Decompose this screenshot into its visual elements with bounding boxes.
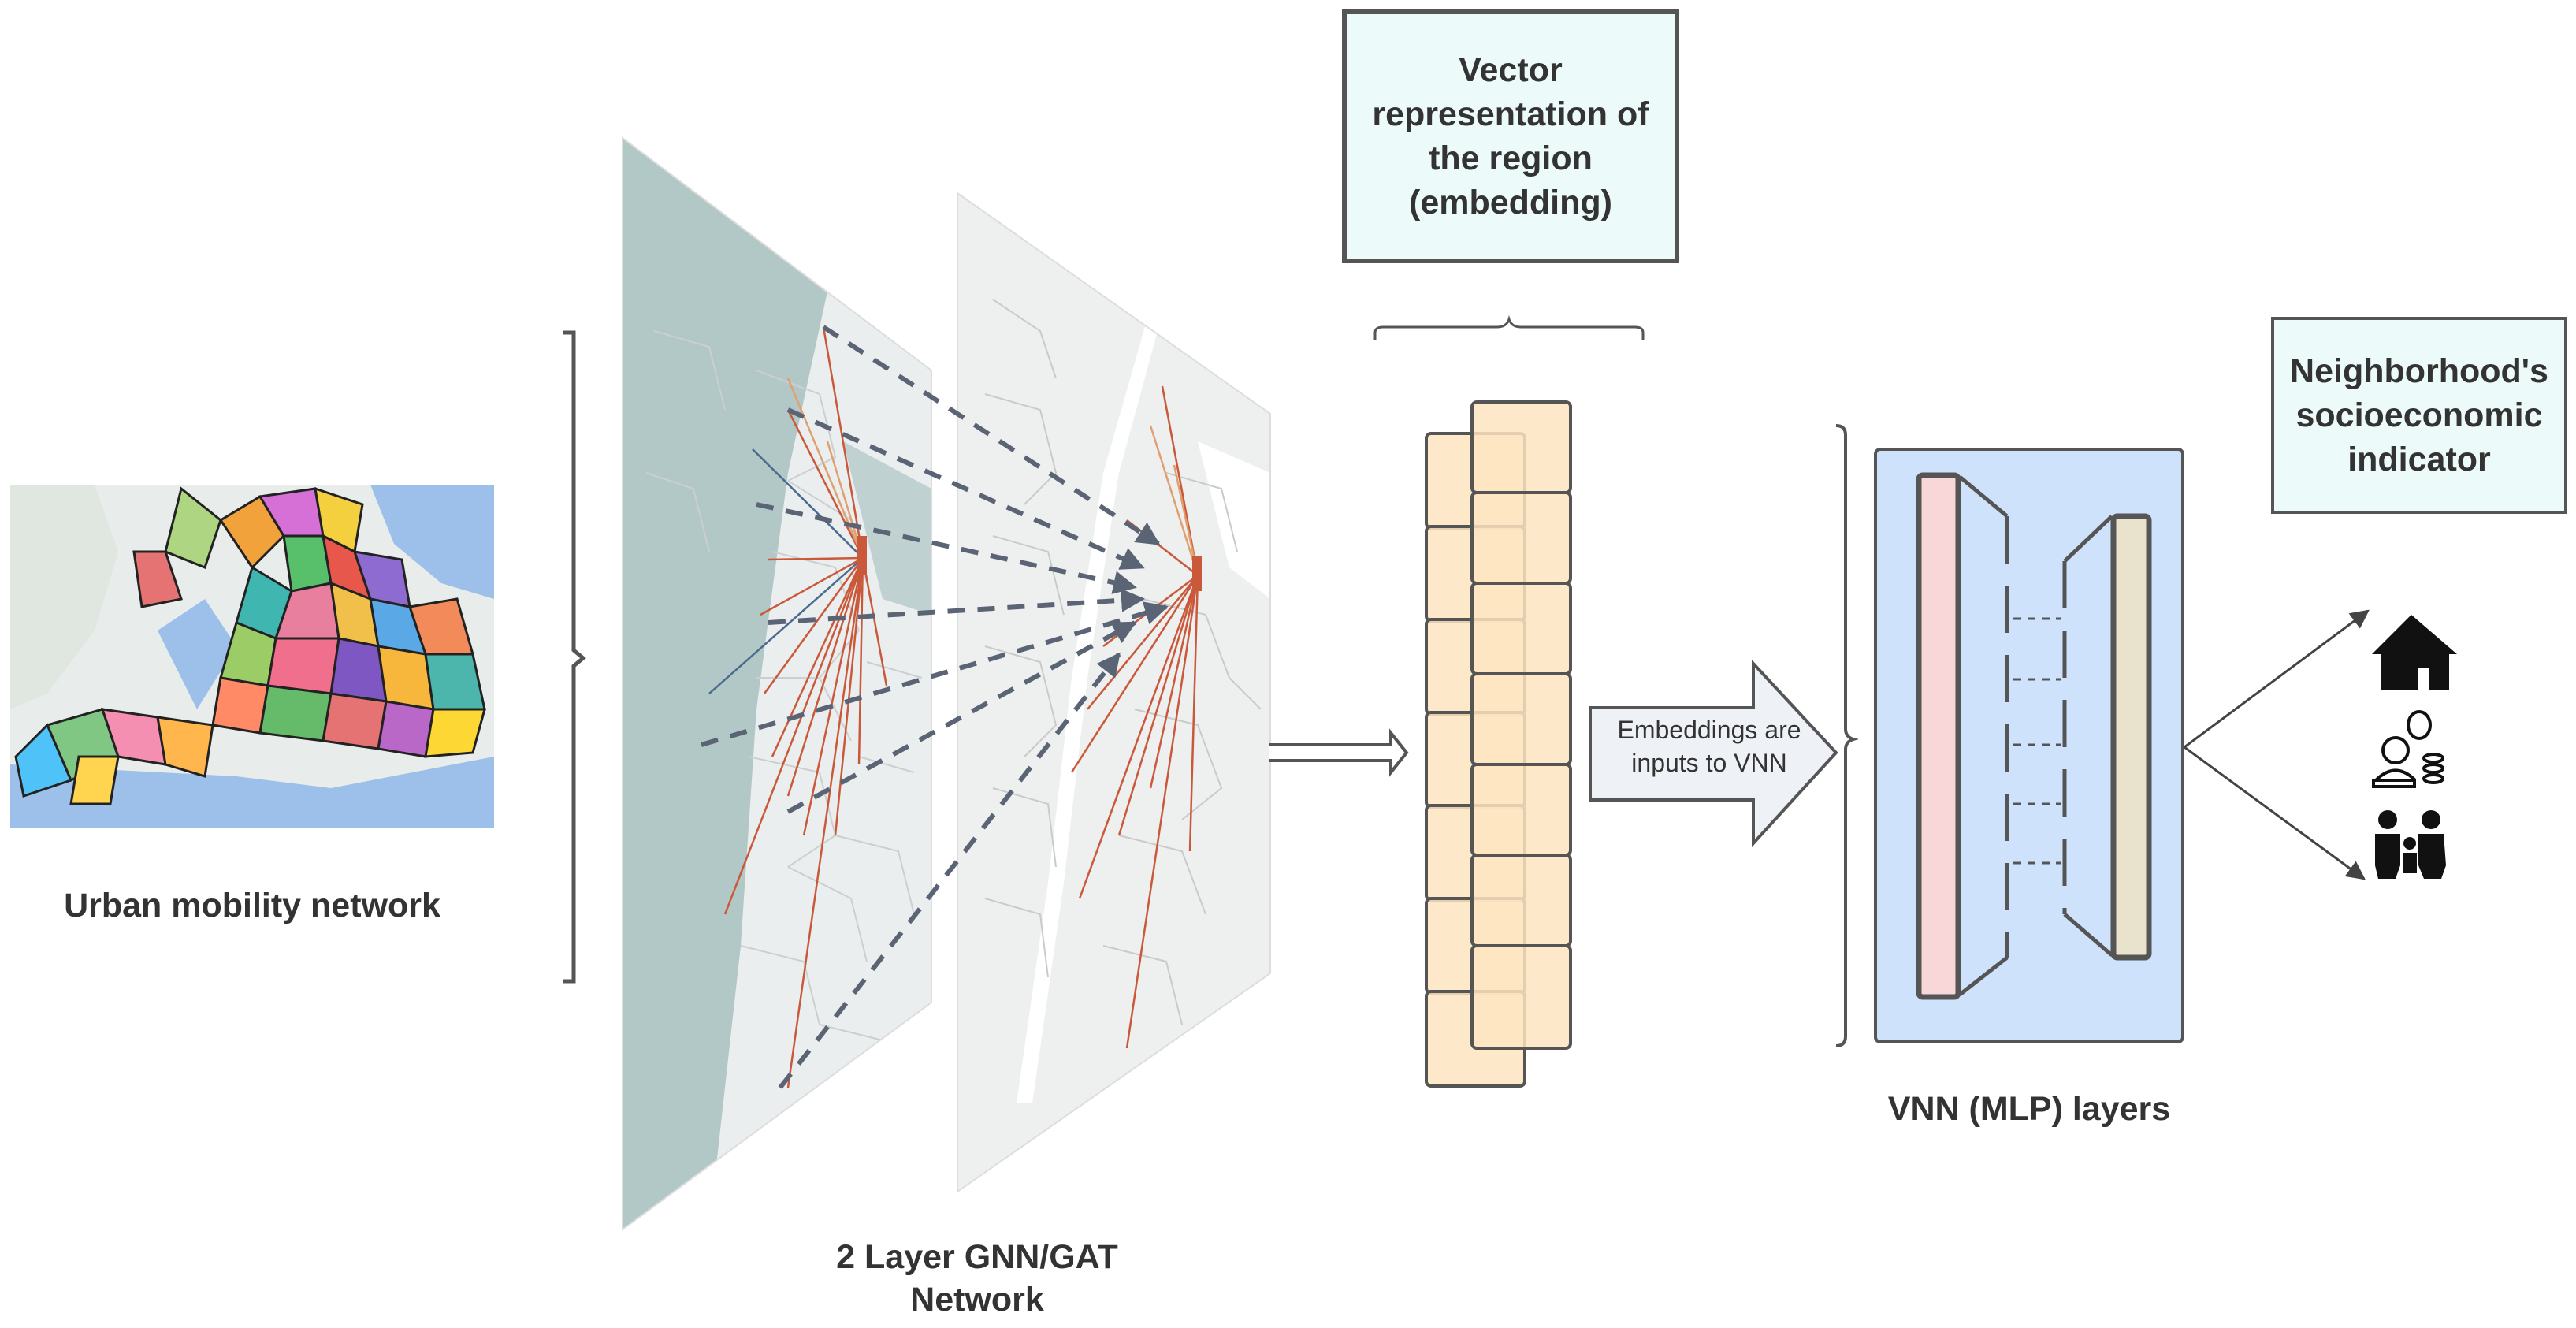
urban-mobility-map xyxy=(10,485,494,828)
family-icon xyxy=(2375,810,2446,879)
urban-network-label: Urban mobility network xyxy=(64,887,440,924)
gnn-layer-1-plane xyxy=(623,138,931,1229)
embedding-to-vnn-arrow xyxy=(1589,659,1838,848)
gnn-layer-1-outline xyxy=(622,136,932,1231)
embedding-arrow-text: Embeddings are inputs to VNN xyxy=(1617,716,1801,777)
plane-to-embedding-arrow xyxy=(1269,728,1409,777)
vnn-panel xyxy=(1874,448,2184,1043)
embedding-label-text: Vector representation of the region (emb… xyxy=(1372,51,1649,221)
vnn-bracket xyxy=(1835,424,1859,1047)
embedding-stack xyxy=(1425,400,1572,1088)
gnn-label: 2 Layer GNN/GAT Network xyxy=(836,1238,1118,1319)
embedding-label-box: Vector representation of the region (emb… xyxy=(1342,9,1679,263)
left-bracket xyxy=(563,330,586,984)
vnn-label: VNN (MLP) layers xyxy=(1887,1090,2171,1128)
gnn-layer-2-outline xyxy=(957,192,1271,1193)
gnn-layer-2-plane xyxy=(957,193,1270,1192)
dashed-layer-connections xyxy=(701,325,1169,1089)
money-person-icon xyxy=(2372,710,2444,788)
house-icon xyxy=(2372,615,2457,690)
indicator-label-box: Neighborhood's socioeconomic indicator xyxy=(2271,317,2567,514)
embedding-brace xyxy=(1373,314,1645,340)
indicator-label-text: Neighborhood's socioeconomic indicator xyxy=(2290,352,2548,478)
output-arrows xyxy=(2184,609,2370,880)
